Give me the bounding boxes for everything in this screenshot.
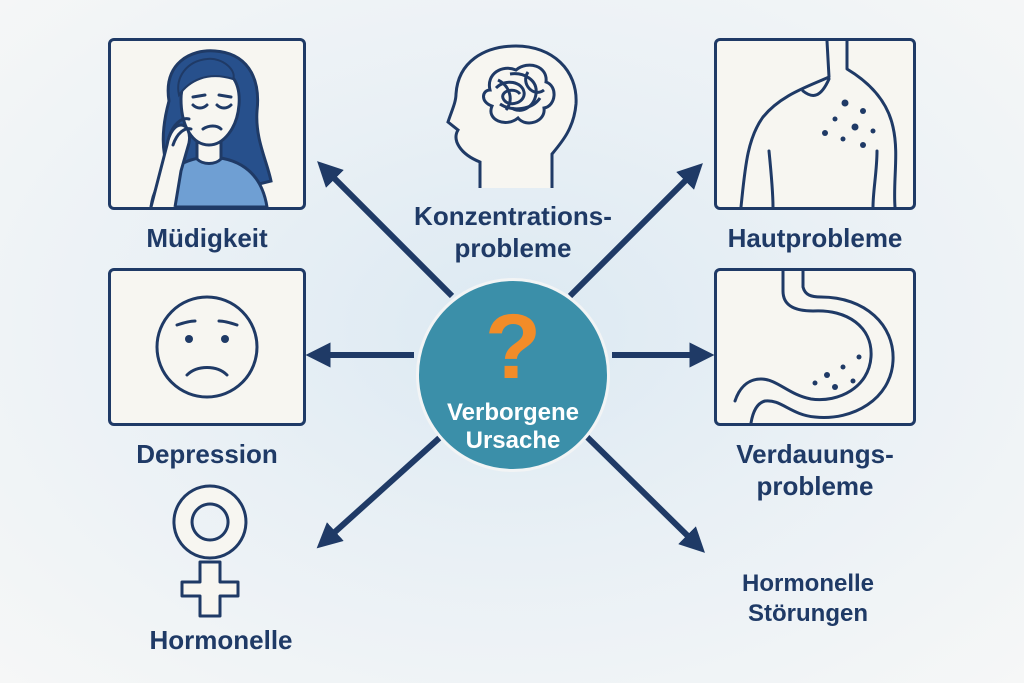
hub-label-line1: Verborgene [446, 399, 580, 426]
fatigue-label: Müdigkeit [146, 223, 268, 253]
arrow-to-fatigue [317, 161, 455, 299]
concentration-label-line2: probleme [454, 233, 572, 263]
sad-face-icon [155, 295, 259, 399]
hormonal-right-label-line2: Störungen [748, 600, 868, 627]
arrow-to-skin [567, 163, 703, 299]
tired-woman-icon [149, 49, 273, 207]
digestion-label-line1: Verdauungs- [736, 439, 894, 469]
female-symbol-icon [172, 484, 248, 618]
fatigue-panel [108, 38, 306, 210]
arrow-to-hormonal-right [579, 429, 705, 553]
stomach-icon [733, 271, 895, 423]
hub-label-line2: Ursache [465, 427, 561, 454]
hidden-cause-hub: ? Verborgene Ursache [416, 278, 610, 472]
concentration-label-line1: Konzentrations- [414, 201, 612, 231]
question-mark-icon: ? [484, 296, 542, 398]
digestion-panel [714, 268, 916, 426]
depression-panel [108, 268, 306, 426]
skin-label: Hautprobleme [727, 223, 903, 253]
tangled-brain-head-icon [446, 44, 578, 188]
hormonal-left-label: Hormonelle [149, 625, 293, 655]
arrow-to-hormonal-left [316, 429, 449, 549]
depression-label: Depression [136, 439, 278, 469]
digestion-label-line2: probleme [756, 471, 874, 501]
skin-panel [714, 38, 916, 210]
hormonal-right-label-line1: Hormonelle [741, 570, 875, 597]
skin-spots-shoulder-icon [739, 41, 898, 207]
